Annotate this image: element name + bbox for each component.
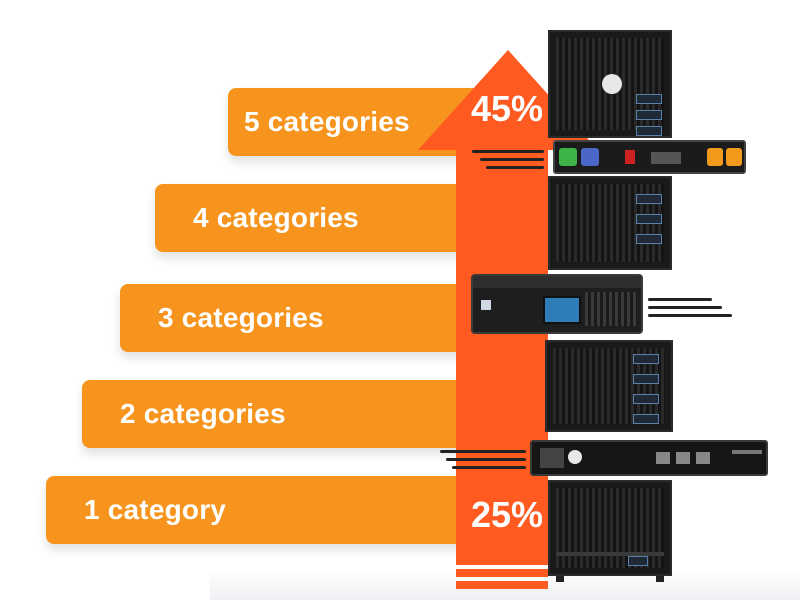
- tier-1-bar: 1 category: [46, 476, 475, 544]
- server-rack-top: [548, 30, 672, 138]
- server-rack-bottom: [548, 480, 672, 576]
- rack-pdu-icon: [553, 140, 746, 174]
- server-rack-middle: [545, 340, 673, 432]
- tier-3-label: 3 categories: [158, 302, 324, 333]
- tier-3-bar: 3 categories: [120, 284, 475, 352]
- tier-2-label: 2 categories: [120, 398, 286, 429]
- tier-4-bar: 4 categories: [155, 184, 475, 252]
- bottom-percent: 25%: [471, 494, 544, 535]
- rack-foot-right: [656, 576, 664, 582]
- ups-icon: [471, 274, 643, 334]
- server-rack-upper: [548, 176, 672, 270]
- tier-1-label: 1 category: [84, 494, 227, 525]
- tier-4-label: 4 categories: [193, 202, 359, 233]
- console-server-icon: [530, 440, 768, 476]
- tier-5-label: 5 categories: [244, 106, 410, 137]
- vertiv-logo-icon: [602, 74, 622, 94]
- top-percent: 45%: [471, 88, 544, 129]
- rack-foot-left: [556, 576, 564, 582]
- tier-2-bar: 2 categories: [82, 380, 475, 448]
